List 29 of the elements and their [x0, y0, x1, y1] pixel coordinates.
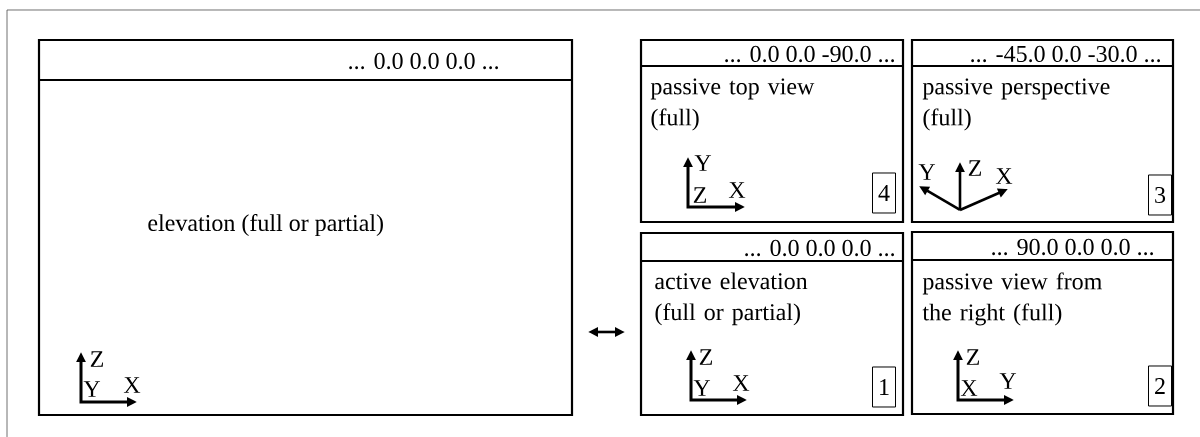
view-title: passive view from the right (full)	[922, 272, 1102, 326]
header-text: ... -45.0 0.0 -30.0 ...	[971, 45, 1160, 63]
axis-label: Y	[918, 164, 936, 180]
header-text: ... 90.0 0.0 0.0 ...	[992, 238, 1153, 256]
axis-label: Y	[999, 373, 1017, 389]
view-title: passive perspective (full)	[922, 78, 1110, 131]
view-number: 1	[872, 366, 896, 408]
axis-label: X	[960, 380, 978, 396]
axis-label: X	[728, 182, 746, 198]
view-title: active elevation (full or partial)	[655, 272, 808, 326]
header-text: ... 0.0 0.0 0.0 ...	[745, 239, 894, 257]
axis-label: Y	[83, 381, 101, 397]
axis-label: Y	[694, 155, 712, 171]
view-number: 4	[872, 172, 896, 214]
view-title: passive top view (full)	[650, 78, 815, 131]
axis-label: Z	[966, 349, 979, 365]
axis-label: X	[732, 375, 750, 391]
header-text: ... 0.0 0.0 0.0 ...	[349, 52, 498, 70]
view-number: 2	[1148, 365, 1172, 407]
axis-label: X	[995, 168, 1013, 184]
axis-label: Y	[693, 380, 711, 396]
header-text: ... 0.0 0.0 -90.0 ...	[725, 45, 894, 63]
axis-label: Z	[90, 351, 103, 367]
view-number: 3	[1148, 174, 1172, 216]
axis-label: Z	[693, 187, 706, 203]
view-title: elevation (full or partial)	[148, 214, 383, 236]
axis-label: Z	[968, 160, 981, 176]
axis-label: Z	[699, 349, 712, 365]
axis-label: X	[123, 377, 141, 393]
